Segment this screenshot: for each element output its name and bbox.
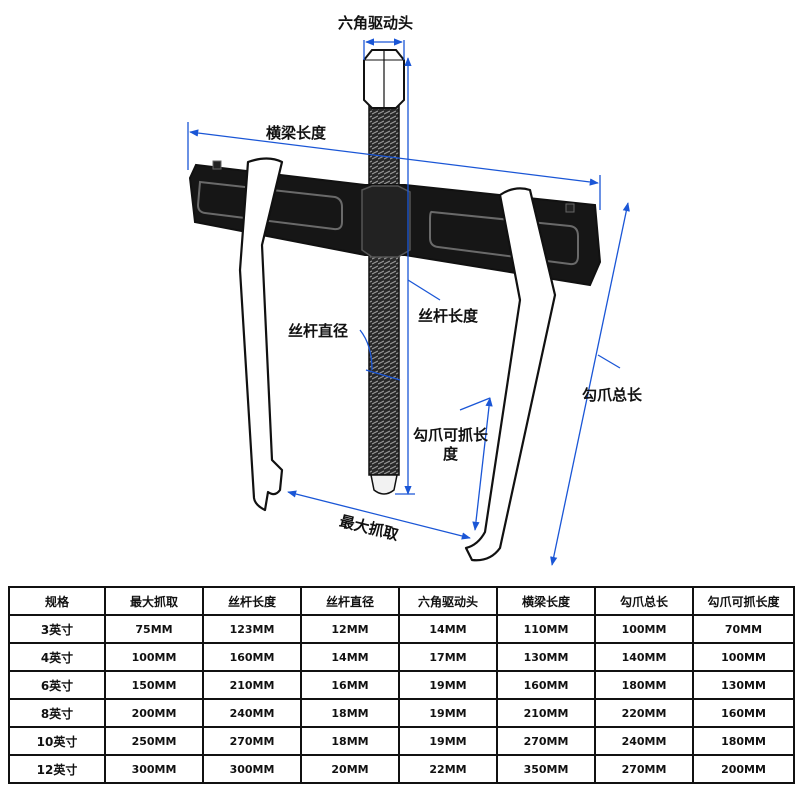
hex-drive-head: [363, 49, 405, 109]
table-cell: 100MM: [594, 614, 694, 644]
table-header: 六角驱动头: [398, 586, 498, 616]
table-cell: 16MM: [300, 670, 400, 700]
table-cell: 160MM: [496, 670, 596, 700]
table-cell: 123MM: [202, 614, 302, 644]
table-header: 勾爪可抓长度: [692, 586, 795, 616]
table-cell: 210MM: [202, 670, 302, 700]
table-cell: 140MM: [594, 642, 694, 672]
table-cell-size: 8英寸: [8, 698, 106, 728]
puller-diagram: 六角驱动头 横梁长度 丝杆长度 丝杆直径 勾爪总长 勾爪可抓长度 最大抓取: [187, 14, 643, 566]
table-cell: 14MM: [398, 614, 498, 644]
table-cell: 20MM: [300, 754, 400, 784]
table-cell: 220MM: [594, 698, 694, 728]
table-cell: 250MM: [104, 726, 204, 756]
table-cell: 19MM: [398, 698, 498, 728]
dimension-lines: [187, 38, 630, 566]
table-header-row: 规格 最大抓取 丝杆长度 丝杆直径 六角驱动头 横梁长度 勾爪总长 勾爪可抓长度: [8, 586, 795, 616]
table-cell: 150MM: [104, 670, 204, 700]
table-cell-size: 3英寸: [8, 614, 106, 644]
table-header: 勾爪总长: [594, 586, 694, 616]
table-cell: 19MM: [398, 670, 498, 700]
table-cell: 300MM: [202, 754, 302, 784]
table-cell: 270MM: [202, 726, 302, 756]
table-cell: 300MM: [104, 754, 204, 784]
right-jaw: [464, 187, 557, 562]
table-cell: 18MM: [300, 726, 400, 756]
jaw-total-length-label: 勾爪总长: [582, 386, 643, 404]
table-cell: 100MM: [104, 642, 204, 672]
screw-diameter-label: 丝杆直径: [288, 322, 349, 340]
table-cell: 19MM: [398, 726, 498, 756]
table-cell: 200MM: [692, 754, 795, 784]
table-cell: 110MM: [496, 614, 596, 644]
jaw-grip-length-label: 勾爪可抓长度: [413, 426, 489, 463]
table-cell: 17MM: [398, 642, 498, 672]
table-cell: 130MM: [692, 670, 795, 700]
table-header: 规格: [8, 586, 106, 616]
table-cell: 130MM: [496, 642, 596, 672]
table-header: 丝杆长度: [202, 586, 302, 616]
table-cell: 240MM: [202, 698, 302, 728]
table-cell-size: 10英寸: [8, 726, 106, 756]
table-header: 最大抓取: [104, 586, 204, 616]
table-cell: 70MM: [692, 614, 795, 644]
table-cell-size: 4英寸: [8, 642, 106, 672]
table-cell: 18MM: [300, 698, 400, 728]
table-cell: 270MM: [594, 754, 694, 784]
puller-illustration: [187, 38, 630, 566]
table-header: 丝杆直径: [300, 586, 400, 616]
table-cell: 14MM: [300, 642, 400, 672]
spec-table: 规格 最大抓取 丝杆长度 丝杆直径 六角驱动头 横梁长度 勾爪总长 勾爪可抓长度…: [8, 586, 795, 784]
table-cell: 180MM: [692, 726, 795, 756]
table-cell-size: 12英寸: [8, 754, 106, 784]
hex-drive-label: 六角驱动头: [338, 14, 414, 32]
table-cell: 12MM: [300, 614, 400, 644]
table-cell: 210MM: [496, 698, 596, 728]
table-cell: 160MM: [202, 642, 302, 672]
table-cell: 75MM: [104, 614, 204, 644]
table-cell: 200MM: [104, 698, 204, 728]
screw-length-label: 丝杆长度: [418, 307, 479, 325]
table-cell: 160MM: [692, 698, 795, 728]
table-header: 横梁长度: [496, 586, 596, 616]
table-cell: 240MM: [594, 726, 694, 756]
table-cell-size: 6英寸: [8, 670, 106, 700]
table-cell: 270MM: [496, 726, 596, 756]
beam-length-label: 横梁长度: [266, 124, 327, 142]
table-cell: 180MM: [594, 670, 694, 700]
table-cell: 22MM: [398, 754, 498, 784]
table-cell: 350MM: [496, 754, 596, 784]
table-cell: 100MM: [692, 642, 795, 672]
